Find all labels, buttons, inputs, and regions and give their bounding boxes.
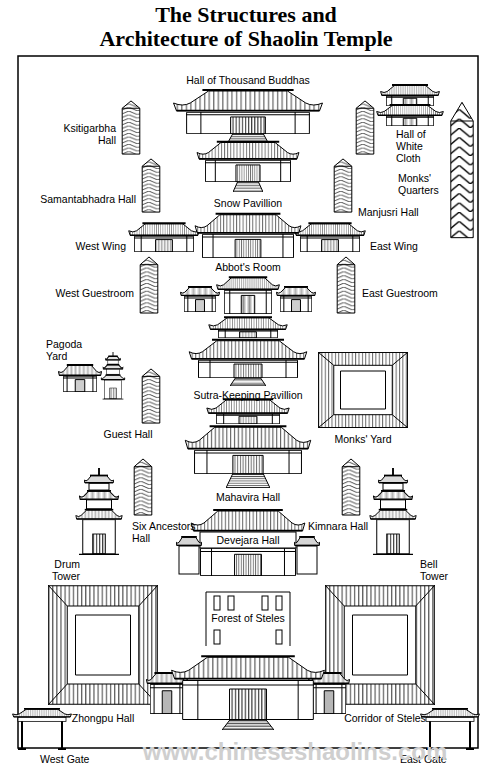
building-label: Bell Tower (420, 558, 466, 582)
building-label: West Gate (40, 753, 110, 765)
building-label: East Wing (370, 240, 432, 252)
building-label: Manjusri Hall (358, 206, 420, 218)
hall-drawing (174, 90, 323, 146)
building-label: Devejara Hall (200, 534, 296, 546)
building-label: Samantabhadra Hall (38, 193, 136, 205)
building-label: Monks' Quarters (398, 172, 446, 196)
gate-drawing (13, 709, 72, 749)
hall-drawing (189, 317, 307, 386)
building-label: Forest of Steles (188, 612, 308, 624)
building-label: Kimnara Hall (306, 520, 370, 532)
side-hall-drawing (337, 257, 355, 313)
hall-drawing (197, 142, 299, 192)
building-label: Corridor of Steles (320, 712, 450, 724)
tower-drawing (76, 468, 123, 554)
tower-drawing (370, 468, 417, 554)
building-label: Drum Tower (34, 558, 80, 582)
building-label: Mahavira Hall (188, 491, 308, 503)
side-hall-drawing (451, 102, 473, 237)
building-label: West Wing (58, 240, 126, 252)
side-hall-drawing (342, 459, 360, 515)
side-hall-drawing (356, 101, 374, 154)
building-label: Hall of White Cloth (396, 128, 450, 164)
building-label: Guest Hall (96, 428, 160, 440)
building-label: Zhongpu Hall (48, 712, 158, 724)
side-hall-drawing (134, 459, 152, 515)
building-label: Snow Pavillion (188, 197, 308, 209)
pagoda-yard-drawing (58, 352, 125, 399)
diagram-title: The Structures and Architecture of Shaol… (95, 3, 397, 51)
side-hall-drawing (142, 159, 160, 212)
frame (18, 56, 478, 748)
building-label: Hall of Thousand Buddhas (148, 74, 348, 86)
hall-drawing (185, 399, 310, 488)
building-label: East Guestroom (362, 287, 448, 299)
building-label: Six Ancestors Hall (132, 520, 198, 544)
building-label: Abbot's Room (188, 261, 308, 273)
hall-drawing (176, 510, 319, 576)
gate-building-drawing (180, 277, 315, 314)
courtyard-drawing (48, 585, 158, 705)
hall-drawing (377, 85, 444, 126)
building-label: West Guestroom (48, 287, 134, 299)
hall-drawing (146, 656, 349, 730)
hall-drawing (129, 214, 366, 258)
building-label: Sutra-Keeping Pavillion (164, 389, 332, 401)
building-label: Ksitigarbha Hall (48, 122, 116, 146)
building-label: Pagoda Yard (46, 338, 100, 362)
courtyard-drawing (318, 352, 408, 428)
side-hall-drawing (122, 101, 140, 154)
side-hall-drawing (142, 369, 160, 423)
side-hall-drawing (140, 257, 158, 313)
watermark: www.chineseshaolins.com (130, 738, 460, 766)
building-label: Monks' Yard (323, 433, 403, 445)
side-hall-drawing (334, 159, 352, 212)
